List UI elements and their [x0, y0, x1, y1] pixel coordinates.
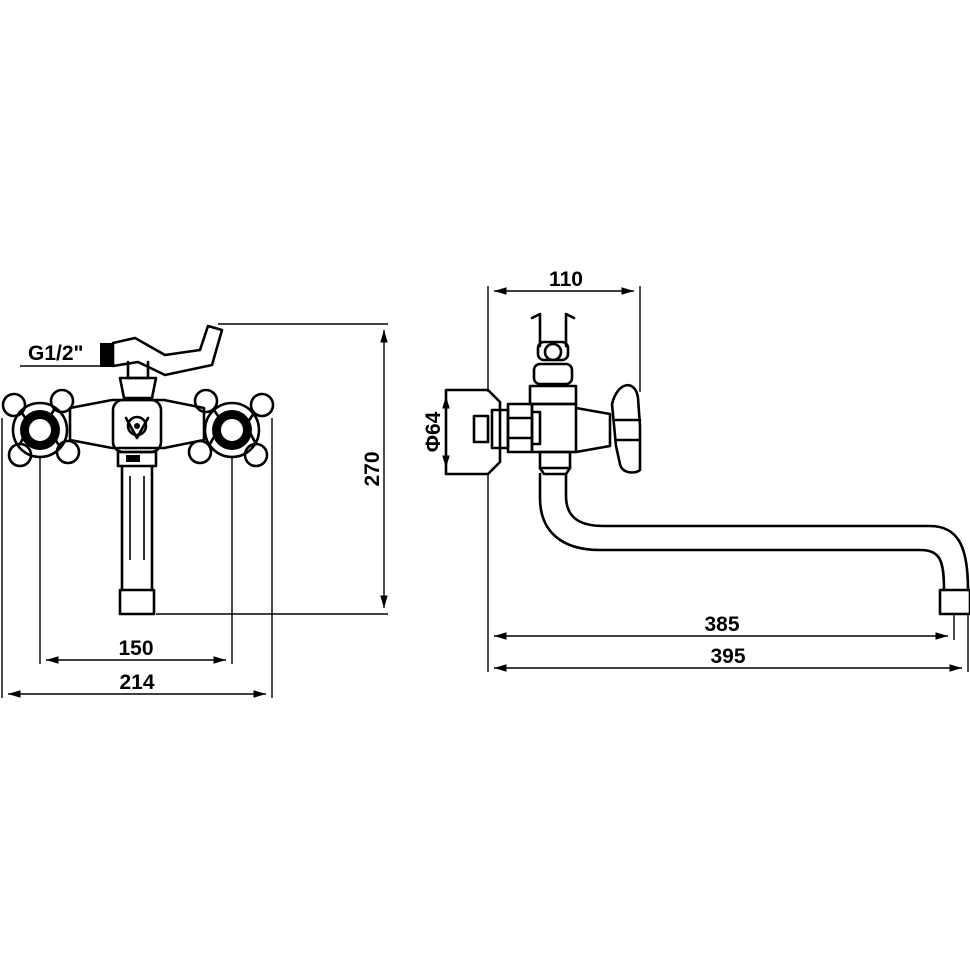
front-spout [116, 450, 158, 616]
side-cross-handle [610, 383, 642, 474]
wall-flange [444, 388, 510, 476]
spout-reach-dimension: 385 [487, 474, 955, 672]
overall-length-label: 395 [710, 645, 745, 668]
depth-dimension: 110 [487, 268, 641, 392]
right-cross-handle [187, 388, 275, 468]
overall-length-dimension: 395 [494, 614, 969, 672]
flange-diameter-dimension: Φ64 [422, 396, 450, 468]
spout-reach-label: 385 [704, 613, 739, 636]
overall-width-label: 214 [119, 671, 154, 694]
mixer-body [68, 398, 206, 454]
front-view: 270 150 214 G1/2" [1, 323, 388, 698]
side-spout [538, 472, 970, 616]
hose-connector [100, 324, 224, 400]
shower-holder [528, 312, 578, 406]
flange-diameter-label: Φ64 [422, 411, 445, 452]
side-view: 110 Φ64 385 395 [422, 268, 970, 672]
side-valve-body [530, 402, 612, 476]
thread-label: G1/2" [28, 342, 83, 365]
hex-nut [506, 402, 542, 454]
thread-callout: G1/2" [20, 342, 100, 367]
overall-width-dimension: 214 [1, 418, 273, 698]
height-dimension-label: 270 [361, 451, 384, 486]
handle-spacing-label: 150 [118, 637, 153, 660]
depth-label: 110 [549, 268, 583, 291]
left-cross-handle [1, 388, 81, 468]
handle-spacing-dimension: 150 [39, 458, 233, 664]
